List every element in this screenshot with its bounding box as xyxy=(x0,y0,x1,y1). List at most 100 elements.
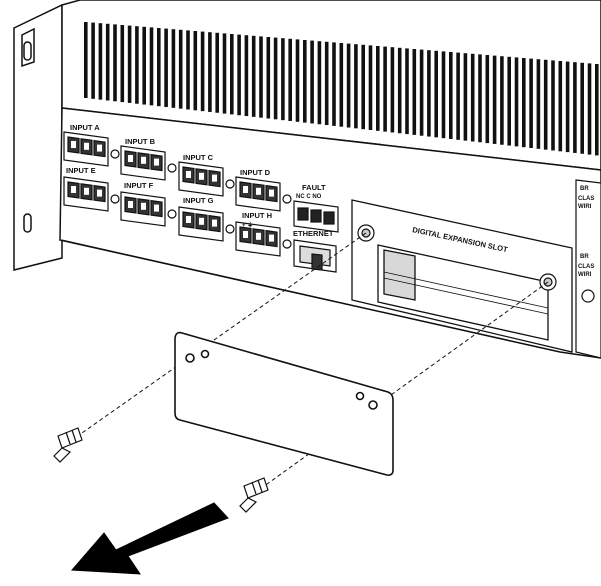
vent-slot xyxy=(339,43,344,127)
vent-slot xyxy=(222,33,227,114)
input-d-label: INPUT D xyxy=(240,168,271,177)
side-label-bottom-3: WIRI xyxy=(578,272,592,278)
rack-ear-slot-top xyxy=(23,41,32,61)
plate-pin-right xyxy=(355,391,365,401)
vent-slot xyxy=(317,41,322,125)
vent-slot xyxy=(164,28,168,108)
vent-slot xyxy=(113,24,117,102)
vent-slot xyxy=(346,43,351,128)
vent-slot xyxy=(244,35,249,117)
vent-slot xyxy=(368,45,373,130)
fault-label: FAULT xyxy=(302,183,326,192)
vent-slot xyxy=(332,42,336,126)
vent-slot xyxy=(200,31,205,112)
vent-slot xyxy=(208,32,212,112)
input-f-connector xyxy=(120,191,177,227)
screw-left xyxy=(53,427,83,463)
vent-slot xyxy=(558,61,563,152)
vent-slot xyxy=(478,54,482,143)
vent-slot xyxy=(171,29,176,108)
connector-block xyxy=(63,131,292,257)
vent-slot xyxy=(390,47,395,133)
guide-line-right xyxy=(255,281,549,493)
vent-slot xyxy=(500,56,504,145)
input-f-label: INPUT F xyxy=(124,181,154,190)
vent-slot xyxy=(551,60,555,151)
vent-slot xyxy=(105,23,110,101)
input-d-connector xyxy=(235,176,292,212)
input-h-connector xyxy=(235,221,292,257)
side-label-top-1: BR xyxy=(580,186,589,192)
vent-slot xyxy=(522,58,526,148)
side-label-top-3: WIRI xyxy=(578,204,592,210)
input-c-label: INPUT C xyxy=(183,153,214,162)
input-b-label: INPUT B xyxy=(125,137,156,146)
vent-slot xyxy=(259,36,263,118)
vent-slot xyxy=(529,58,533,149)
input-a-label: INPUT A xyxy=(70,123,100,132)
assembly-guide-lines xyxy=(71,232,549,493)
rack-ear xyxy=(13,3,63,271)
vent-slot xyxy=(84,22,88,98)
vent-slot xyxy=(361,44,365,130)
input-h-label: INPUT H xyxy=(242,211,272,220)
input-a-connector xyxy=(63,131,120,167)
vent-slot xyxy=(120,25,125,103)
vent-slot xyxy=(178,29,183,109)
vent-slot xyxy=(580,62,584,154)
vent-slot xyxy=(434,50,438,138)
plate-hole-right xyxy=(368,400,378,410)
vent-slot xyxy=(485,55,490,144)
input-g-connector xyxy=(178,206,235,242)
vent-slot xyxy=(281,38,285,121)
vent-slot xyxy=(186,30,190,110)
vent-slot xyxy=(419,49,424,136)
vent-slot xyxy=(135,26,139,104)
remove-direction-arrow xyxy=(70,502,229,575)
vent-slot xyxy=(324,41,329,126)
vent-slot xyxy=(412,49,417,135)
vent-slot xyxy=(376,46,380,131)
input-h-polarity: + ⏚ xyxy=(242,222,253,229)
input-b-connector xyxy=(120,145,177,181)
cover-plate xyxy=(174,331,394,476)
vent-slot xyxy=(142,26,146,105)
side-panel xyxy=(575,179,601,359)
fault-pins-label: NC C NO xyxy=(296,194,322,200)
side-label-top-2: CLAS xyxy=(578,196,594,202)
rack-ear-slot-bottom xyxy=(23,213,32,233)
vent-slot xyxy=(251,35,256,117)
vent-slot xyxy=(237,34,241,116)
side-label-bottom-2: CLAS xyxy=(578,264,594,270)
vent-slot xyxy=(565,61,570,153)
expansion-slot-panel xyxy=(351,199,573,353)
input-e-label: INPUT E xyxy=(66,166,96,175)
vent-slot xyxy=(492,55,497,144)
screw-right xyxy=(239,477,269,513)
vent-slot xyxy=(157,28,161,107)
guide-line-left xyxy=(71,232,367,441)
ventilation-grille xyxy=(84,22,599,156)
vent-slot xyxy=(573,62,577,153)
plate-hole-left xyxy=(185,353,195,363)
vent-slot xyxy=(449,52,453,139)
vent-slot xyxy=(507,56,511,146)
vent-slot xyxy=(536,59,541,149)
vent-slot xyxy=(514,57,519,147)
vent-slot xyxy=(149,27,154,106)
vent-slot xyxy=(303,40,307,123)
vent-slot xyxy=(295,39,300,122)
vent-slot xyxy=(587,63,592,155)
vent-slot xyxy=(456,52,460,140)
vent-slot xyxy=(193,31,198,111)
vent-slot xyxy=(470,53,475,142)
ethernet-port xyxy=(293,239,337,273)
vent-slot xyxy=(91,22,95,99)
input-c-connector xyxy=(178,161,235,197)
vent-slot xyxy=(543,59,548,150)
vent-slot xyxy=(230,34,234,115)
vent-slot xyxy=(427,50,431,137)
vent-slot xyxy=(215,32,219,113)
